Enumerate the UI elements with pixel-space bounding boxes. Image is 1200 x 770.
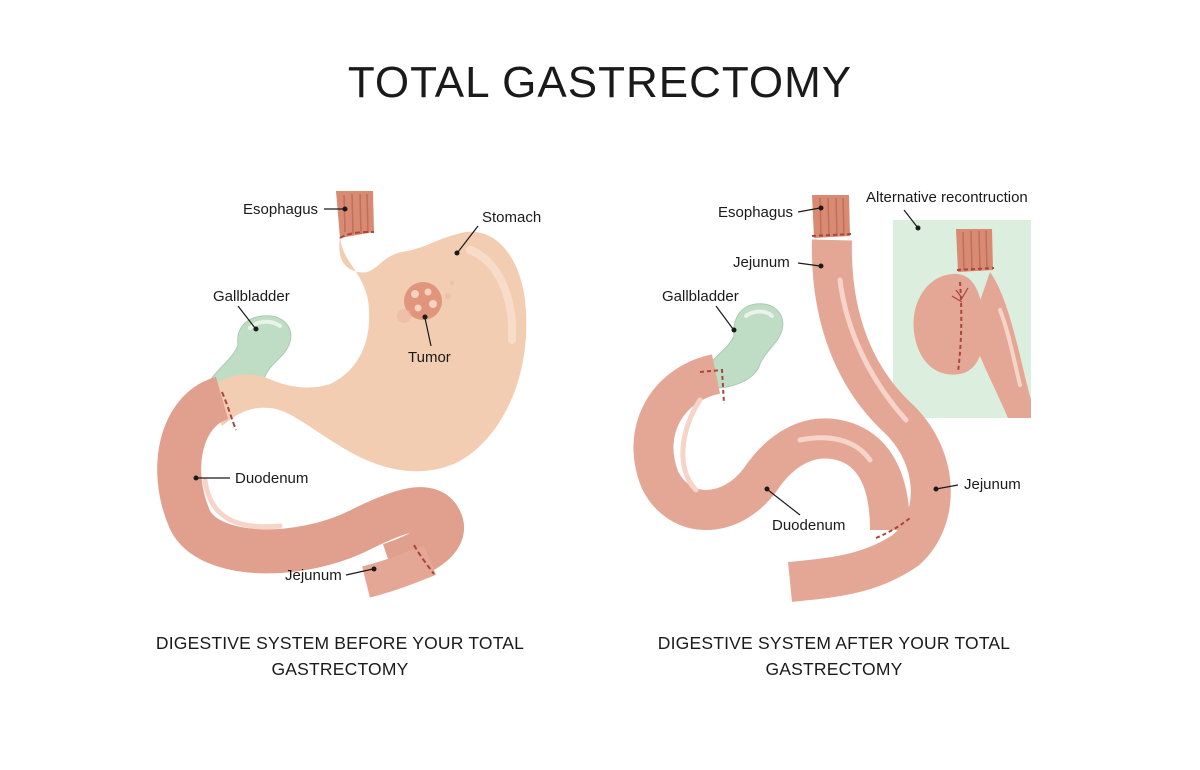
gallbladder-after bbox=[699, 303, 784, 389]
label-duodenum-before: Duodenum bbox=[235, 470, 308, 487]
caption-after-line1: DIGESTIVE SYSTEM AFTER YOUR TOTAL bbox=[657, 633, 1011, 653]
label-gallbladder-before: Gallbladder bbox=[213, 288, 290, 305]
caption-after-line2: GASTRECTOMY bbox=[765, 659, 903, 679]
jejunum-before bbox=[361, 545, 436, 598]
label-jejunum-right: Jejunum bbox=[964, 476, 1021, 493]
inset-pouch bbox=[913, 273, 985, 375]
caption-before-line2: GASTRECTOMY bbox=[271, 659, 409, 679]
caption-before: DIGESTIVE SYSTEM BEFORE YOUR TOTAL GASTR… bbox=[140, 630, 540, 682]
duodenum-before bbox=[157, 376, 464, 586]
label-gallbladder-after: Gallbladder bbox=[662, 288, 739, 305]
caption-after: DIGESTIVE SYSTEM AFTER YOUR TOTAL GASTRE… bbox=[634, 630, 1034, 682]
tumor-mass bbox=[397, 281, 454, 323]
page-title: TOTAL GASTRECTOMY bbox=[347, 58, 853, 107]
label-alternative-reconstruction: Alternative recontruction bbox=[866, 189, 1028, 206]
caption-before-line1: DIGESTIVE SYSTEM BEFORE YOUR TOTAL bbox=[155, 633, 525, 653]
before-diagram bbox=[157, 191, 527, 598]
label-tumor: Tumor bbox=[408, 349, 451, 366]
label-duodenum-after: Duodenum bbox=[772, 517, 845, 534]
after-diagram bbox=[633, 195, 1031, 602]
label-jejunum-before: Jejunum bbox=[285, 567, 342, 584]
jejunum-limb-after bbox=[788, 239, 951, 602]
label-esophagus-before: Esophagus bbox=[243, 201, 318, 218]
stomach bbox=[208, 231, 527, 472]
label-jejunum-top: Jejunum bbox=[733, 254, 790, 271]
label-esophagus-after: Esophagus bbox=[718, 204, 793, 221]
label-stomach: Stomach bbox=[482, 209, 541, 226]
